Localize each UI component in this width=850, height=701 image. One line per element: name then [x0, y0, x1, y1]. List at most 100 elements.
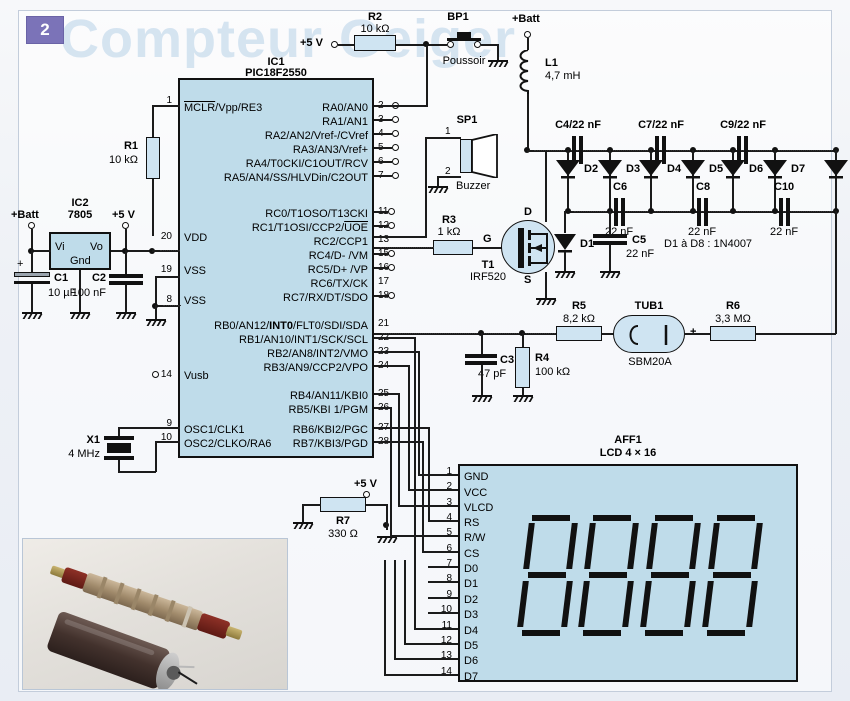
bp1-terminal-left[interactable]	[447, 41, 454, 48]
diode-d7	[761, 158, 789, 180]
ic1-pin-num-8: 8	[166, 294, 172, 305]
bus-hook-25	[374, 393, 399, 395]
ground-t1	[536, 298, 557, 308]
terminal-vusb[interactable]	[152, 371, 159, 378]
c3-ref: C3	[500, 354, 515, 366]
wire-r3-left-dash	[380, 247, 434, 248]
badge-figure-2: 2	[26, 16, 64, 44]
diode-d5	[679, 158, 707, 180]
ic1-right-pin-24-label: RB3/AN9/CCP2/VPO	[263, 362, 368, 374]
sp1-ref: SP1	[456, 114, 478, 126]
wire-c5-bottom	[609, 245, 611, 271]
lcd-digit-2	[578, 515, 640, 640]
terminal-batt-right[interactable]	[524, 31, 531, 38]
r5-ref: R5	[571, 300, 587, 312]
c5-value: 22 nF	[626, 248, 655, 260]
wire-to-bp1	[429, 44, 447, 46]
terminal-v5-r2[interactable]	[331, 41, 338, 48]
wire-t1-drain	[545, 150, 547, 222]
net-v5-r2: +5 V	[300, 37, 323, 49]
wire-mclr-down	[152, 105, 154, 137]
diode-d1	[552, 232, 578, 254]
wire-bp1-gnd	[481, 44, 499, 46]
ic1-right-pin-18-label: RC7/RX/DT/SDO	[283, 292, 368, 304]
capacitor-c6	[614, 198, 626, 226]
terminal-batt-left[interactable]	[28, 222, 35, 229]
ic1-pin-num-17: 17	[378, 276, 390, 287]
resistor-r6	[710, 326, 756, 341]
ic1-left-pin-20-label: VDD	[184, 232, 208, 244]
bus-hook-28	[374, 441, 423, 443]
bp1-terminal-right[interactable]	[474, 41, 481, 48]
wire-r7-gnd-v	[302, 504, 304, 522]
ic1-right-pin-7-label: RA5/AN4/SS/HLVDin/C2OUT	[223, 172, 368, 184]
wire-d8-col	[835, 150, 837, 212]
segment-f	[584, 523, 596, 569]
d7-label: D7	[791, 163, 806, 175]
resistor-r5	[556, 326, 602, 341]
capacitor-c8	[697, 198, 709, 226]
l1-ref: L1	[545, 57, 558, 69]
r7-value: 330 Ω	[328, 528, 358, 540]
ic2-pin-gnd: Gnd	[70, 255, 91, 267]
ic1-right-pin-27-label: RB6/KBI2/PGC	[292, 424, 368, 436]
bus-line-d6	[394, 560, 396, 659]
lcd-pin-1-label: GND	[464, 471, 489, 483]
wire-r5-to-tube	[602, 333, 614, 335]
segment-f	[708, 523, 720, 569]
segment-c	[684, 581, 696, 627]
resistor-r3	[433, 240, 473, 255]
wire-mclr-bus	[426, 44, 428, 105]
wire-batt-left	[31, 229, 33, 251]
t1-part: IRF520	[469, 271, 507, 283]
lcd-pin-num-6: 6	[446, 543, 452, 554]
wire-vss-bus	[155, 276, 157, 306]
c4-ref: C4/22 nF	[555, 119, 601, 131]
lcd-pin-3-label: VLCD	[464, 502, 494, 514]
c1-ref: C1	[54, 272, 69, 284]
capacitor-c9	[737, 136, 749, 164]
sp1-pin2: 2	[445, 166, 451, 177]
ic1-right-pin-5-label: RA3/AN3/Vref+	[292, 144, 368, 156]
d6-label: D6	[749, 163, 764, 175]
bus-line-27	[428, 427, 430, 522]
ground-c2	[116, 312, 137, 322]
wire-r4-bottom	[522, 388, 524, 395]
segment-d	[707, 630, 745, 636]
pin-terminal-15	[388, 250, 395, 257]
d1-label: D1	[580, 238, 595, 250]
wire-d1-bottom	[564, 252, 566, 271]
lcd-stub-4	[428, 520, 458, 522]
ic1-right-pin-11-label: RC0/T1OSO/T13CKI	[265, 208, 368, 220]
wire-osc2-right	[155, 441, 157, 472]
c8-ref: C8	[696, 181, 711, 193]
pin-terminal-4	[392, 130, 399, 137]
wire-r7-left	[302, 504, 321, 506]
c2-ref: C2	[91, 272, 106, 284]
wire-c1-top	[31, 250, 33, 272]
ic2-ref: IC2	[71, 197, 89, 209]
lcd-pin-num-8: 8	[446, 573, 452, 584]
diode-note: D1 à D8 : 1N4007	[664, 238, 753, 250]
ic1-right-pin-21-label: RB0/AN12/INT0/FLT0/SDI/SDA	[214, 320, 368, 332]
ic1-part: PIC18F2550	[245, 67, 307, 79]
terminal-v5-lcd[interactable]	[363, 491, 370, 498]
wire-v5-to-r2	[338, 44, 354, 46]
wire-c2-bottom	[125, 285, 127, 312]
bus-line-26	[390, 407, 392, 536]
wire-osc1	[118, 427, 180, 429]
pushbutton-bp1[interactable]	[447, 32, 481, 42]
wire-vo-rail	[111, 250, 152, 252]
wire-d6-col	[732, 150, 734, 212]
sp1-pin1: 1	[445, 126, 451, 137]
lcd-pin-num-7: 7	[446, 558, 452, 569]
diode-d2	[554, 158, 582, 180]
net-v5-lcd: +5 V	[354, 478, 377, 490]
ic1-ref: IC1	[267, 56, 285, 68]
wire-r7-to-vlcd	[386, 504, 388, 530]
ground-c5	[600, 271, 621, 281]
wire-c3-bottom	[481, 365, 483, 395]
terminal-v5-reg[interactable]	[122, 222, 129, 229]
segment-c	[622, 581, 634, 627]
junction	[772, 208, 778, 214]
